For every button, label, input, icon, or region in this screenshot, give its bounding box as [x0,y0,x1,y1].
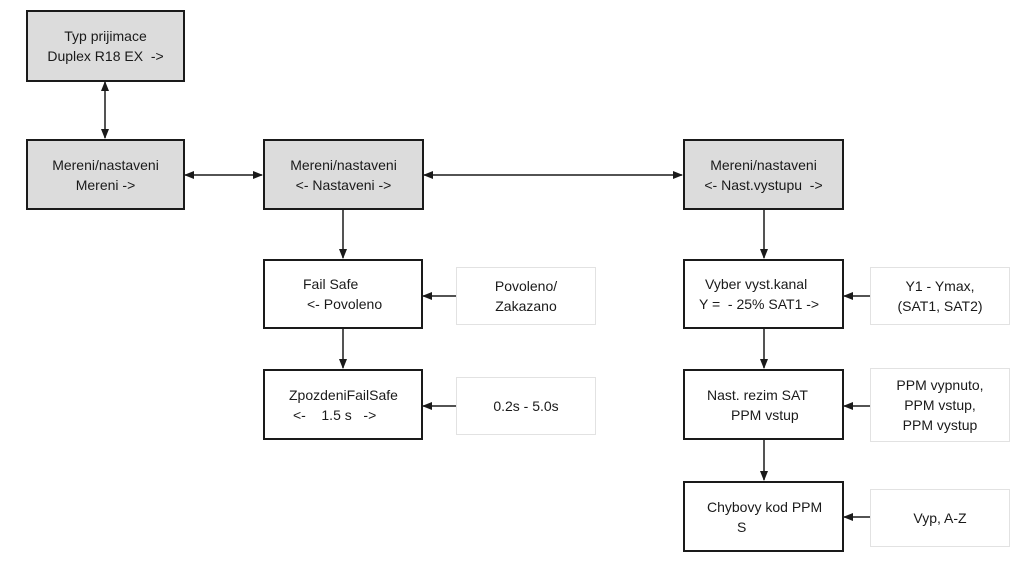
box-line: Mereni/nastaveni [52,156,159,173]
nast-vystupu-box: Mereni/nastaveni <- Nast.vystupu -> [683,139,844,210]
vyber-kanal-box: Vyber vyst.kanal Y = - 25% SAT1 -> [683,259,844,329]
box-line: Nast. rezim SAT [707,386,808,403]
box-line: S [737,518,747,535]
box-line: ZpozdeniFailSafe [289,386,398,403]
option-line: PPM vypnuto, [896,377,984,393]
box-line: <- 1.5 s -> [293,406,377,423]
option-line: (SAT1, SAT2) [897,298,983,314]
povoleno-options: Povoleno/ Zakazano [456,267,596,325]
box-line: PPM vstup [731,406,799,423]
mereni-box: Mereni/nastaveni Mereni -> [26,139,185,210]
typ-prijimace-box: Typ prijimace Duplex R18 EX -> [26,10,185,82]
zpozdeni-box: ZpozdeniFailSafe <- 1.5 s -> [263,369,423,440]
box-line: Vyber vyst.kanal [705,276,808,292]
box-line: <- Povoleno [307,296,383,312]
box-line: Mereni -> [75,176,136,193]
range-options: 0.2s - 5.0s [456,377,596,435]
ppm-options: PPM vypnuto, PPM vstup, PPM vystup [870,368,1010,442]
vyp-options: Vyp, A-Z [870,489,1010,547]
box-line: <- Nastaveni -> [295,176,392,193]
option-line: Zakazano [495,298,557,314]
fail-safe-box: Fail Safe <- Povoleno [263,259,423,329]
box-line: Duplex R18 EX -> [47,48,164,64]
option-line: Y1 - Ymax, [905,278,975,294]
box-line: Mereni/nastaveni [710,156,817,173]
option-line: PPM vystup [902,417,978,433]
option-line: 0.2s - 5.0s [493,398,559,414]
box-line: Y = - 25% SAT1 -> [699,296,820,312]
option-line: Vyp, A-Z [913,510,967,526]
box-line: <- Nast.vystupu -> [704,176,823,193]
box-line: Fail Safe [303,276,359,292]
y1-options: Y1 - Ymax, (SAT1, SAT2) [870,267,1010,325]
box-line: Typ prijimace [64,28,147,44]
nastaveni-box: Mereni/nastaveni <- Nastaveni -> [263,139,424,210]
box-line: Mereni/nastaveni [290,156,397,173]
rezim-sat-box: Nast. rezim SAT PPM vstup [683,369,844,440]
option-line: PPM vstup, [904,397,976,413]
chybovy-kod-box: Chybovy kod PPM S [683,481,844,552]
option-line: Povoleno/ [494,278,558,294]
box-line: Chybovy kod PPM [707,498,823,515]
